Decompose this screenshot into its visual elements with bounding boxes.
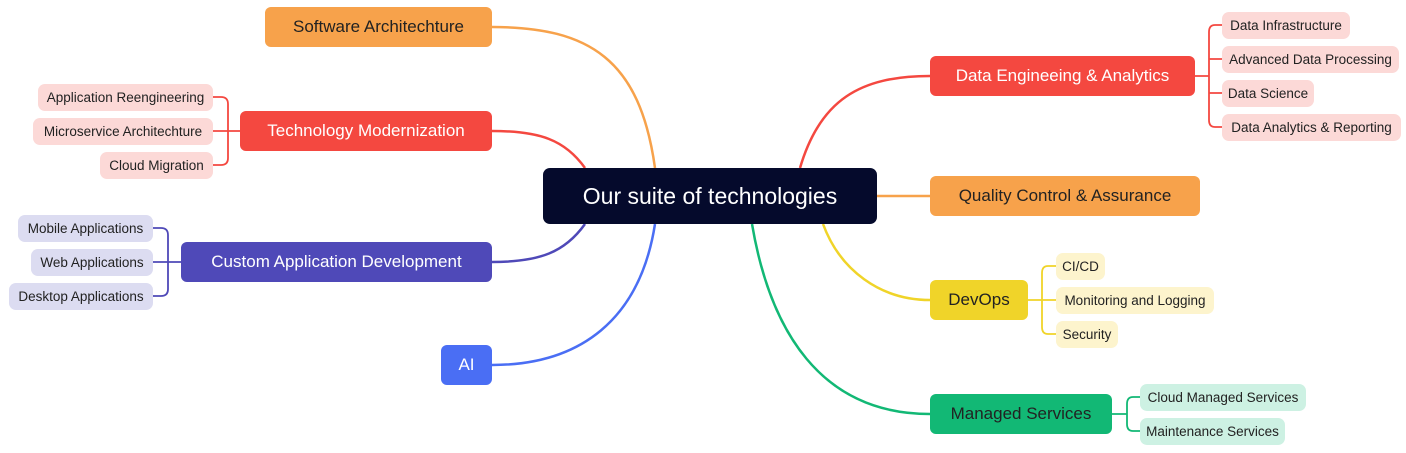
subtopic-monitoring-logging[interactable]: Monitoring and Logging [1056, 287, 1214, 314]
link-software-architecture [491, 25, 657, 169]
topic-data-engineering[interactable]: Data Engineeing & Analytics [930, 56, 1195, 96]
subtopic-data-infrastructure[interactable]: Data Infrastructure [1222, 12, 1350, 39]
topic-quality-control[interactable]: Quality Control & Assurance [930, 176, 1200, 216]
subtopic-cloud-managed-services[interactable]: Cloud Managed Services [1140, 384, 1306, 411]
sublinks-custom-app-dev [153, 227, 181, 297]
subtopic-cloud-migration[interactable]: Cloud Migration [100, 152, 213, 179]
subtopic-desktop-applications[interactable]: Desktop Applications [9, 283, 153, 310]
subtopic-data-analytics-reporting[interactable]: Data Analytics & Reporting [1222, 114, 1401, 141]
subtopic-maintenance-services[interactable]: Maintenance Services [1140, 418, 1285, 445]
link-managed-services [750, 223, 931, 416]
subtopic-advanced-data-processing[interactable]: Advanced Data Processing [1222, 46, 1399, 73]
topic-custom-app-dev[interactable]: Custom Application Development [181, 242, 492, 282]
subtopic-mobile-applications[interactable]: Mobile Applications [18, 215, 153, 242]
sublinks-technology-modernization [213, 96, 240, 166]
link-ai [491, 223, 657, 367]
subtopic-web-applications[interactable]: Web Applications [31, 249, 153, 276]
sublinks-data-engineering [1195, 24, 1222, 128]
topic-devops[interactable]: DevOps [930, 280, 1028, 320]
link-devops [821, 223, 931, 302]
subtopic-microservice-architecture[interactable]: Microservice Architechture [33, 118, 213, 145]
topic-technology-modernization[interactable]: Technology Modernization [240, 111, 492, 151]
central-topic[interactable]: Our suite of technologies [543, 168, 877, 224]
topic-managed-services[interactable]: Managed Services [930, 394, 1112, 434]
link-custom-app-dev [491, 223, 587, 264]
subtopic-application-reengineering[interactable]: Application Reengineering [38, 84, 213, 111]
topic-ai[interactable]: AI [441, 345, 492, 385]
link-technology-modernization [491, 129, 587, 169]
sublinks-managed-services [1112, 396, 1140, 432]
subtopic-security[interactable]: Security [1056, 321, 1118, 348]
subtopic-data-science[interactable]: Data Science [1222, 80, 1314, 107]
link-data-engineering [798, 74, 931, 169]
topic-software-architecture[interactable]: Software Architechture [265, 7, 492, 47]
sublinks-devops [1028, 265, 1056, 335]
subtopic-ci-cd[interactable]: CI/CD [1056, 253, 1105, 280]
